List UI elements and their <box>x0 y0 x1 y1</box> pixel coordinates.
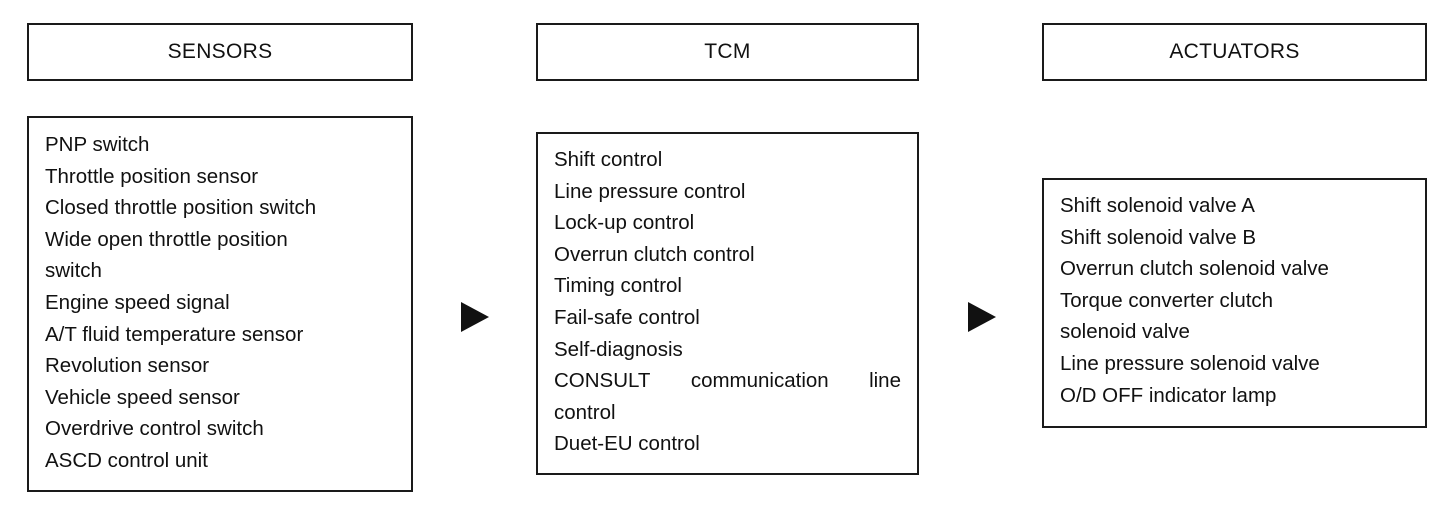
list-item: Engine speed signal <box>45 290 230 314</box>
list-item: Lock-up control <box>554 211 695 235</box>
list-item: switch <box>45 259 102 283</box>
list-item: Shift solenoid valve A <box>1060 194 1255 217</box>
list-item: Timing control <box>554 274 682 298</box>
list-item: ASCD control unit <box>45 448 208 472</box>
justified-word: CONSULT <box>554 369 651 393</box>
list-item: A/T fluid temperature sensor <box>45 322 304 346</box>
justified-word: line <box>869 369 901 393</box>
list-item: Shift solenoid valve B <box>1060 225 1257 249</box>
sensors-list: PNP switch Throttle position sensor Clos… <box>45 129 395 477</box>
arrow-right-icon <box>461 302 489 332</box>
list-item: control <box>554 400 616 424</box>
list-item: Duet-EU control <box>554 432 700 456</box>
list-item: Closed throttle position switch <box>45 196 317 220</box>
sensors-list-box: PNP switch Throttle position sensor Clos… <box>27 116 413 492</box>
list-item: Revolution sensor <box>45 354 210 378</box>
list-item: Overrun clutch control <box>554 242 755 266</box>
list-item: PNP switch <box>45 133 150 156</box>
list-item: Self-diagnosis <box>554 337 683 361</box>
list-item: Wide open throttle position <box>45 227 288 251</box>
list-item: Vehicle speed sensor <box>45 385 240 409</box>
list-item: Throttle position sensor <box>45 164 259 188</box>
list-item: Torque converter clutch <box>1060 288 1274 312</box>
tcm-list-box: Shift control Line pressure control Lock… <box>536 132 919 475</box>
justified-word: communication <box>690 369 829 393</box>
list-item: solenoid valve <box>1060 320 1190 344</box>
actuators-title: ACTUATORS <box>1169 40 1300 63</box>
list-item: Line pressure control <box>554 179 746 203</box>
sensors-header-box: SENSORS <box>27 23 413 81</box>
list-item: Line pressure solenoid valve <box>1060 351 1320 375</box>
tcm-title: TCM <box>704 40 751 63</box>
arrow-right-icon <box>968 302 996 332</box>
actuators-list-box: Shift solenoid valve A Shift solenoid va… <box>1042 178 1427 428</box>
list-item: O/D OFF indicator lamp <box>1060 383 1277 407</box>
list-item: Overdrive control switch <box>45 417 264 441</box>
list-item: Fail-safe control <box>554 305 700 329</box>
actuators-header-box: ACTUATORS <box>1042 23 1427 81</box>
tcm-list: Shift control Line pressure control Lock… <box>554 144 901 460</box>
actuators-list: Shift solenoid valve A Shift solenoid va… <box>1060 190 1409 411</box>
tcm-header-box: TCM <box>536 23 919 81</box>
list-item-justified: CONSULT communication line <box>554 365 901 397</box>
list-item: Shift control <box>554 148 663 171</box>
sensors-title: SENSORS <box>167 40 273 63</box>
list-item: Overrun clutch solenoid valve <box>1060 257 1329 281</box>
